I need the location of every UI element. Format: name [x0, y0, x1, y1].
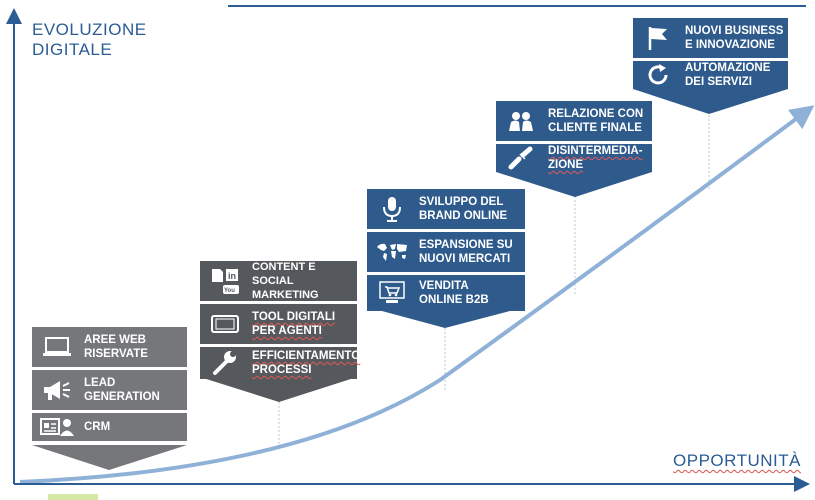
people-icon: [504, 107, 538, 135]
box-label: CONTENT E SOCIAL MARKETING: [252, 261, 319, 301]
box-espansione: ESPANSIONE SU NUOVI MERCATI: [367, 232, 525, 272]
box-label: TOOL DIGITALI PER AGENTI: [252, 311, 336, 337]
group-1: AREE WEB RISERVATE LEAD GENERATION CRM: [32, 327, 187, 441]
svg-text:in: in: [228, 271, 236, 281]
box-label: VENDITA ONLINE B2B: [419, 280, 489, 306]
box-tool-digitali: TOOL DIGITALI PER AGENTI: [200, 304, 357, 344]
box-efficientamento: EFFICIENTAMENTO PROCESSI: [200, 347, 361, 379]
contact-card-icon: [40, 413, 74, 441]
box-label: NUOVI BUSINESS E INNOVAZIONE: [685, 25, 784, 51]
refresh-icon: [641, 61, 675, 89]
megaphone-icon: [40, 376, 74, 404]
box-label: EFFICIENTAMENTO PROCESSI: [252, 350, 361, 376]
group-4-pointer: [496, 172, 652, 197]
group-5: NUOVI BUSINESS E INNOVAZIONE AUTOMAZIONE…: [633, 18, 788, 89]
group-3: SVILUPPO DEL BRAND ONLINE ESPANSIONE SU …: [367, 189, 525, 311]
box-sviluppo-brand: SVILUPPO DEL BRAND ONLINE: [367, 189, 525, 229]
group-3-pointer: [367, 307, 525, 328]
box-automazione: AUTOMAZIONE DEI SERVIZI: [633, 61, 788, 89]
box-label: AREE WEB RISERVATE: [84, 334, 148, 360]
box-disintermediazione: DISINTERMEDIA- ZIONE: [496, 144, 652, 172]
box-crm: CRM: [32, 413, 187, 441]
wrench-icon: [208, 349, 242, 377]
tablet-icon: [208, 310, 242, 338]
box-label: DISINTERMEDIA- ZIONE: [548, 145, 643, 171]
box-label: RELAZIONE CON CLIENTE FINALE: [548, 108, 644, 134]
x-axis-title: OPPORTUNITÀ: [673, 451, 801, 470]
y-axis-title: EVOLUZIONE DIGITALE: [32, 20, 147, 59]
broken-link-icon: [504, 144, 538, 172]
box-label: ESPANSIONE SU NUOVI MERCATI: [419, 239, 513, 265]
box-nuovi-business: NUOVI BUSINESS E INNOVAZIONE: [633, 18, 788, 58]
top-rule: [228, 5, 806, 7]
group-1-pointer: [32, 445, 187, 470]
box-relazione-cliente: RELAZIONE CON CLIENTE FINALE: [496, 101, 652, 141]
box-label: SVILUPPO DEL BRAND ONLINE: [419, 196, 508, 222]
box-label: LEAD GENERATION: [84, 377, 160, 403]
laptop-icon: [40, 333, 74, 361]
shopping-cart-icon: [375, 279, 409, 307]
accent-mark: [48, 494, 98, 500]
box-label: CRM: [84, 421, 111, 433]
growth-curve: [19, 105, 815, 484]
flag-icon: [641, 24, 675, 52]
box-lead-generation: LEAD GENERATION: [32, 370, 187, 410]
box-label: AUTOMAZIONE DEI SERVIZI: [685, 62, 771, 88]
microphone-icon: [375, 195, 409, 223]
world-map-icon: [375, 238, 409, 266]
box-vendita-online: VENDITA ONLINE B2B: [367, 275, 525, 311]
group-5-pointer: [633, 89, 788, 114]
box-aree-web: AREE WEB RISERVATE: [32, 327, 187, 367]
group-4: RELAZIONE CON CLIENTE FINALE DISINTERMED…: [496, 101, 652, 172]
svg-text:You: You: [224, 288, 235, 294]
group-2-pointer: [200, 377, 357, 402]
